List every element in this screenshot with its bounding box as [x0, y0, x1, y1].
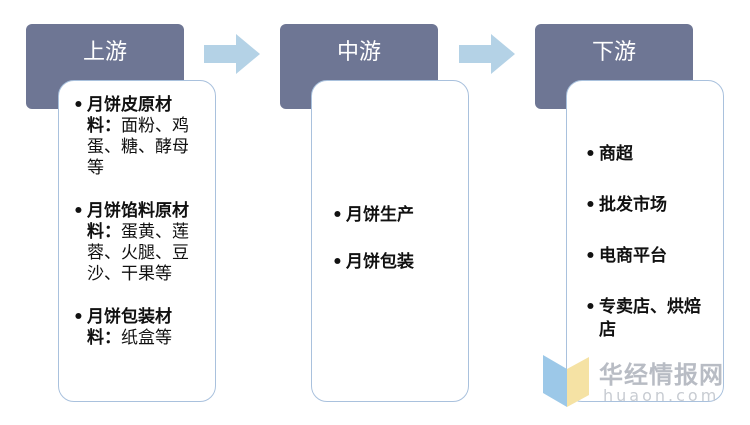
list-item: 电商平台: [583, 245, 715, 268]
watermark: 华经情报网 huaon.com: [541, 355, 741, 415]
list-item: 月饼馅料原材料：蛋黄、莲蓉、火腿、豆沙、干果等: [71, 201, 205, 285]
flow-arrow-icon: [204, 34, 260, 74]
upstream-list: 月饼皮原材料：面粉、鸡蛋、糖、酵母等 月饼馅料原材料：蛋黄、莲蓉、火腿、豆沙、干…: [71, 95, 205, 349]
watermark-brand: 华经情报网: [599, 361, 724, 389]
list-item: 月饼生产: [330, 205, 458, 226]
list-item: 商超: [583, 143, 715, 166]
flow-arrow-icon: [459, 34, 515, 74]
stage-title-upstream: 上游: [82, 40, 127, 65]
stage-title-midstream: 中游: [336, 40, 381, 65]
watermark-url: huaon.com: [603, 386, 720, 405]
stage-title-downstream: 下游: [591, 40, 636, 65]
list-item: 月饼皮原材料：面粉、鸡蛋、糖、酵母等: [71, 95, 205, 179]
list-item: 批发市场: [583, 194, 715, 217]
stage-box-upstream: 月饼皮原材料：面粉、鸡蛋、糖、酵母等 月饼馅料原材料：蛋黄、莲蓉、火腿、豆沙、干…: [58, 80, 216, 402]
watermark-logo-icon: [543, 355, 589, 407]
list-item: 专卖店、烘焙店: [583, 296, 715, 342]
stage-box-downstream: 商超 批发市场 电商平台 专卖店、烘焙店: [566, 80, 724, 402]
list-item: 月饼包装材料：纸盒等: [71, 307, 205, 349]
midstream-list: 月饼生产 月饼包装: [330, 205, 458, 273]
list-item: 月饼包装: [330, 252, 458, 273]
stage-box-midstream: 月饼生产 月饼包装: [311, 80, 469, 402]
downstream-list: 商超 批发市场 电商平台 专卖店、烘焙店: [583, 143, 715, 342]
